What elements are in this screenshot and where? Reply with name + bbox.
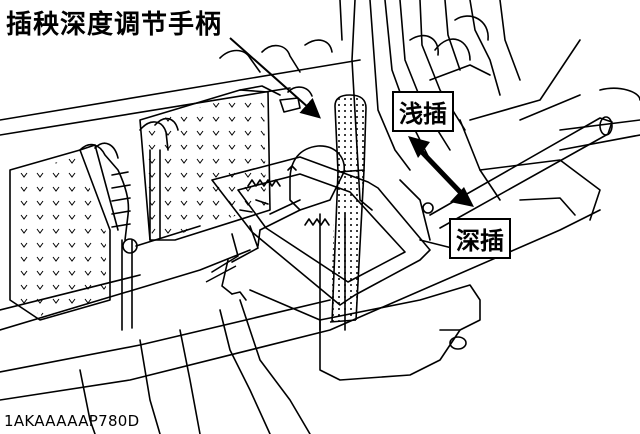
shallow-label: 浅插 <box>392 91 454 132</box>
figure-code: 1AKAAAAAP780D <box>4 412 140 430</box>
depth-direction-arrow <box>408 136 474 207</box>
deep-label: 深插 <box>449 218 511 259</box>
handle-title: 插秧深度调节手柄 <box>6 10 223 40</box>
